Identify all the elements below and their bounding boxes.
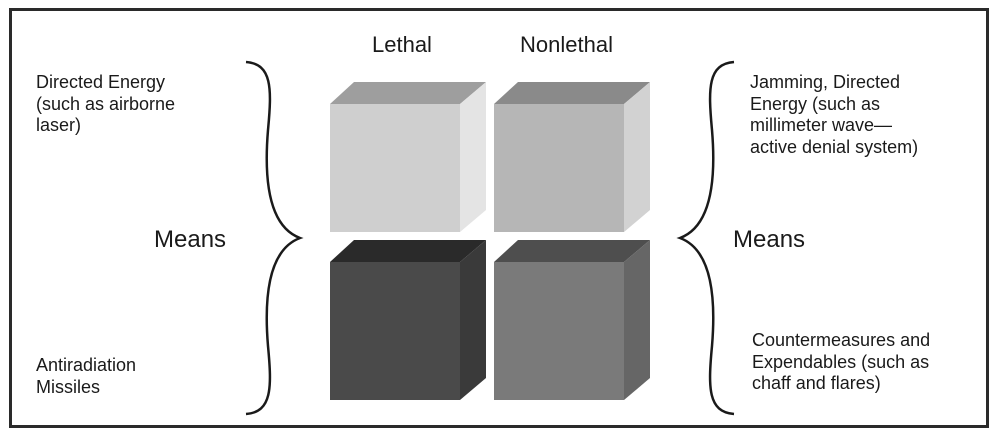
cube-nonlethal-bottom-side-face: [624, 240, 650, 400]
cube-lethal-bottom-front-face: [330, 262, 460, 400]
cube-lethal-top-front-face: [330, 104, 460, 232]
cube-nonlethal-top-front-face: [494, 104, 624, 232]
cube-lethal-bottom: [330, 240, 486, 400]
left-top-label: Directed Energy (such as airborne laser): [36, 72, 176, 136]
cube-lethal-bottom-top-face: [330, 240, 486, 262]
cube-nonlethal-top: [494, 82, 650, 232]
right-means-label: Means: [733, 226, 806, 253]
cube-nonlethal-top-top-face: [494, 82, 650, 104]
right-top-label: Jamming, Directed Energy (such as millim…: [750, 72, 919, 157]
cube-nonlethal-bottom-top-face: [494, 240, 650, 262]
cube-nonlethal-bottom-front-face: [494, 262, 624, 400]
cube-lethal-top-side-face: [460, 82, 486, 232]
cube-lethal-bottom-side-face: [460, 240, 486, 400]
right-bottom-label: Countermeasures and Expendables (such as…: [752, 330, 931, 394]
left-curly-brace: [245, 60, 304, 416]
left-bottom-label: Antiradiation Missiles: [36, 355, 137, 397]
left-means-label: Means: [154, 226, 227, 253]
cube-lethal-top: [330, 82, 486, 232]
cube-nonlethal-top-side-face: [624, 82, 650, 232]
right-curly-brace: [676, 60, 735, 416]
cube-lethal-top-top-face: [330, 82, 486, 104]
cube-nonlethal-bottom: [494, 240, 650, 400]
column-header-nonlethal: Nonlethal: [520, 32, 613, 57]
column-header-lethal: Lethal: [372, 32, 432, 57]
